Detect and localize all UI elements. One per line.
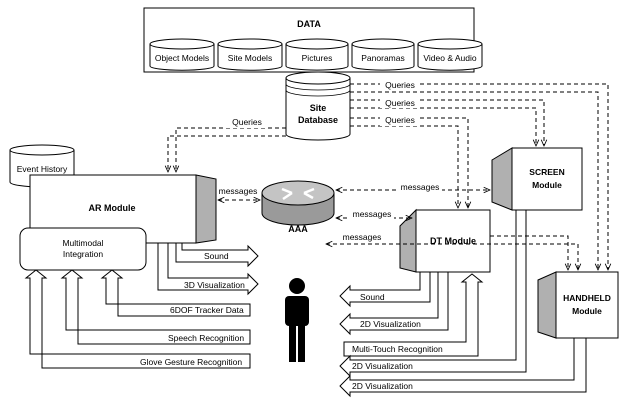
handheld-module-label-2: Module: [572, 306, 602, 316]
ar-output-flows: [157, 243, 259, 296]
queries-label-ar: Queries: [232, 117, 262, 127]
data-source-site-models: Site Models: [217, 38, 283, 71]
screen-output-2d-visualization-label: 2D Visualization: [352, 361, 413, 371]
aaa-label: AAA: [288, 224, 308, 234]
screen-output-2d-visualization-arrow: [339, 210, 527, 378]
handheld-output-2d-visualization-arrow: [339, 338, 587, 398]
screen-output-flows: [339, 210, 527, 378]
messages-label-screen: messages: [401, 182, 440, 192]
site-database-label-2: Database: [298, 115, 338, 125]
handheld-output-flows: [339, 338, 587, 398]
queries-label-screen: Queries: [385, 98, 415, 108]
data-source-video-audio: Video & Audio: [417, 38, 483, 71]
data-source-object-models: Object Models: [149, 38, 215, 71]
query-link-screen-2: [350, 107, 536, 146]
ar-output-3d-visualization-label: 3D Visualization: [184, 280, 245, 290]
queries-label-dt: Queries: [385, 115, 415, 125]
dt-output-sound-arrow: [339, 272, 431, 308]
query-link-dt-2: [350, 125, 458, 208]
data-source-label: Video & Audio: [423, 53, 477, 63]
ar-output-sound-label: Sound: [204, 251, 229, 261]
data-source-pictures: Pictures: [285, 38, 349, 71]
dt-input-multitouch-arrow: [343, 273, 484, 357]
query-link-handheld: [350, 83, 608, 270]
dt-output-2d-visualization-arrow: [339, 272, 449, 336]
ar-input-flows: [24, 269, 251, 369]
data-source-panoramas: Panoramas: [351, 38, 415, 71]
queries-label-handheld: Queries: [385, 80, 415, 90]
dt-input-multitouch-label: Multi-Touch Recognition: [352, 344, 443, 354]
data-source-label: Pictures: [302, 53, 333, 63]
multimodal-integration: Multimodal Integration: [19, 227, 147, 271]
ar-input-glove-arrow: [24, 269, 251, 369]
multimodal-label-1: Multimodal: [62, 238, 103, 248]
data-title: DATA: [297, 19, 321, 29]
query-link-dt: [350, 117, 468, 208]
ar-output-sound-arrow: [175, 243, 259, 268]
ar-input-6dof-arrow: [100, 269, 251, 317]
dt-output-2d-visualization-label: 2D Visualization: [360, 319, 421, 329]
event-history-label: Event History: [17, 164, 68, 174]
ar-input-speech-arrow: [60, 269, 251, 345]
screen-module-label-2: Module: [532, 180, 562, 190]
site-database: Site Database: [285, 71, 351, 141]
screen-module: SCREEN Module: [491, 147, 583, 211]
query-link-handheld-2: [350, 91, 598, 270]
handheld-module-label-1: HANDHELD: [563, 293, 611, 303]
messages-label-ar: messages: [219, 186, 258, 196]
ar-input-6dof-label: 6DOF Tracker Data: [170, 305, 244, 315]
aaa-router: AAA: [261, 180, 335, 234]
dt-input-flows: [343, 273, 484, 357]
data-source-label: Panoramas: [361, 53, 404, 63]
screen-module-label-1: SCREEN: [529, 167, 564, 177]
user-person-icon: [285, 278, 309, 362]
data-source-label: Object Models: [155, 53, 209, 63]
site-database-label-1: Site: [310, 103, 327, 113]
multimodal-label-2: Integration: [63, 249, 103, 259]
handheld-module: HANDHELD Module: [537, 271, 619, 339]
link-labels: Queries Queries Queries Queries messages…: [217, 79, 442, 242]
query-link-ar: [176, 127, 286, 172]
dt-output-flows: [339, 272, 449, 336]
ar-module-label: AR Module: [89, 203, 136, 213]
message-link-dt-handheld: [490, 235, 568, 270]
ar-output-3d-visualization-arrow: [157, 243, 259, 296]
ar-input-glove-label: Glove Gesture Recognition: [140, 357, 242, 367]
query-link-ar-2: [168, 135, 286, 172]
ar-input-speech-label: Speech Recognition: [168, 333, 244, 343]
messages-label-handheld: messages: [343, 232, 382, 242]
messages-label-dt: messages: [353, 209, 392, 219]
dt-module: DT Module: [399, 208, 491, 273]
query-link-screen: [350, 99, 544, 146]
handheld-output-2d-visualization-label: 2D Visualization: [352, 381, 413, 391]
message-link-handheld: [326, 244, 578, 270]
dt-output-sound-label: Sound: [360, 292, 385, 302]
data-source-label: Site Models: [228, 53, 272, 63]
